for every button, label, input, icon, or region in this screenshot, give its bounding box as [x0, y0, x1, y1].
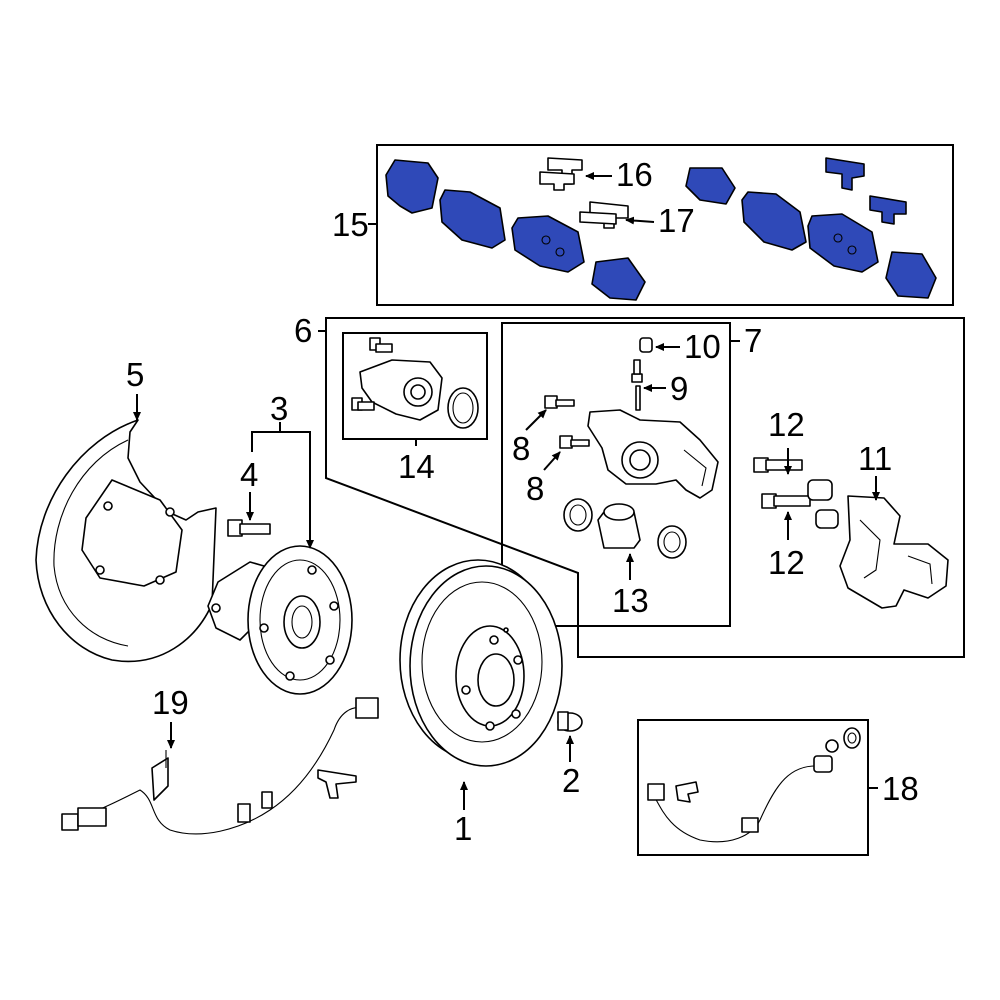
brake-pad-left-1: [439, 189, 506, 249]
brake-pad-right-1: [741, 191, 807, 251]
bleeder-screw[interactable]: [631, 359, 643, 411]
wheel-hub-assembly[interactable]: [207, 545, 353, 695]
callout-8-upper: 8: [512, 430, 530, 467]
callout-4: 4: [240, 456, 258, 493]
callout-7: 7: [744, 322, 762, 359]
callout-17: 17: [658, 202, 695, 239]
caliper-body-box: [501, 322, 731, 627]
pad-hole: [555, 247, 565, 257]
brake-pad-set[interactable]: [385, 159, 937, 301]
callout-14: 14: [398, 448, 435, 485]
pad-hole: [541, 235, 551, 245]
callout-5: 5: [126, 356, 144, 393]
caliper-housing[interactable]: [587, 409, 719, 499]
pad-hole: [847, 245, 857, 255]
callout-11: 11: [858, 440, 892, 477]
pad-shim-right-outer: [685, 167, 736, 205]
callout-2: 2: [562, 762, 580, 799]
callout-15: 15: [332, 206, 369, 243]
bleeder-cap[interactable]: [639, 337, 653, 353]
callout-10: 10: [684, 328, 721, 365]
callout-8-lower: 8: [526, 470, 544, 507]
callout-9: 9: [670, 370, 688, 407]
caliper-assembly-frame: [325, 317, 965, 658]
callout-12-lower: 12: [768, 544, 805, 581]
callout-1: 1: [454, 810, 472, 847]
callout-13: 13: [612, 582, 649, 619]
pad-shim-left-inner: [591, 257, 646, 301]
pad-hardware-clip-16[interactable]: [539, 157, 583, 191]
abs-sensor-19[interactable]: [61, 697, 379, 835]
callout-6: 6: [294, 312, 312, 349]
caliper-bolt-upper[interactable]: [544, 395, 575, 409]
rotor-screw[interactable]: [557, 711, 583, 732]
pad-hardware-clip-17[interactable]: [579, 201, 629, 229]
callout-18: 18: [882, 770, 919, 807]
brake-pad-right-2: [807, 213, 879, 273]
pad-shim-right-inner: [885, 251, 937, 299]
callout-19: 19: [152, 684, 189, 721]
callout-3: 3: [270, 390, 288, 427]
pad-shim-left-outer: [385, 159, 439, 214]
leader-lines: [133, 172, 880, 810]
callout-12-upper: 12: [768, 406, 805, 443]
pad-hardware-clips-right: [825, 157, 907, 225]
caliper-repair-kit[interactable]: [351, 337, 479, 429]
callout-labels: 15 16 17 6 7 10 9 8 8 14 13 12 12 11 5 3…: [126, 156, 919, 847]
caliper-guide-pins[interactable]: [753, 457, 839, 529]
wheel-stud[interactable]: [227, 519, 271, 537]
pad-hole: [833, 233, 843, 243]
caliper-bracket[interactable]: [839, 495, 949, 609]
brake-rotor[interactable]: [399, 559, 563, 767]
dust-shield[interactable]: [35, 419, 217, 663]
piston-seal-kit[interactable]: [563, 498, 687, 559]
callout-16: 16: [616, 156, 653, 193]
abs-sensor-18[interactable]: [647, 727, 861, 843]
caliper-bolt-lower[interactable]: [559, 435, 590, 449]
